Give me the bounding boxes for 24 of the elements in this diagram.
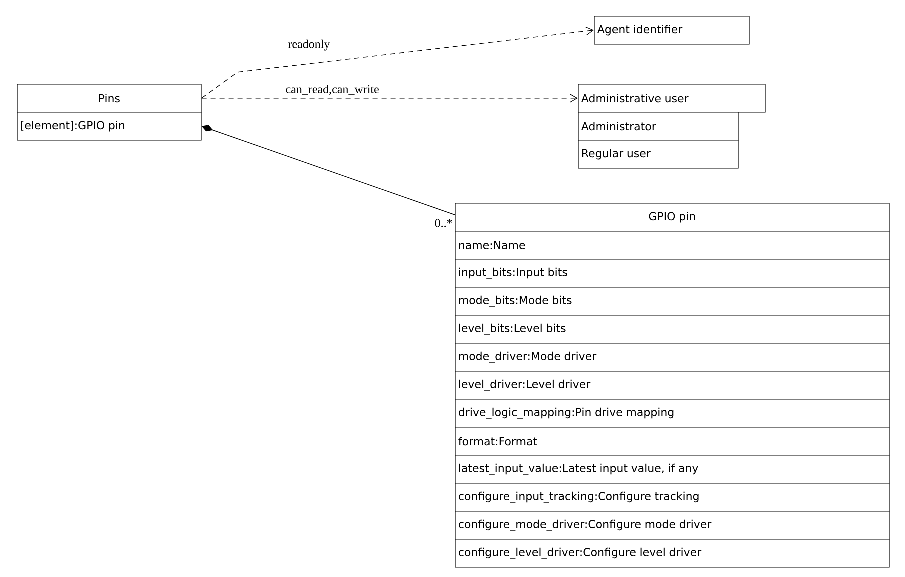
class-compartment: name:Name — [455, 231, 890, 260]
class-compartment: latest_input_value:Latest input value, if any — [455, 455, 890, 484]
class-compartment: configure_input_tracking:Configure tracking — [455, 483, 890, 512]
arrow — [201, 94, 578, 103]
class-compartment: input_bits:Input bits — [455, 259, 890, 288]
class-compartment: Regular user — [578, 140, 739, 169]
class-compartment: Administrative user — [578, 84, 766, 113]
class-compartment: mode_bits:Mode bits — [455, 287, 890, 316]
class-compartment: Pins — [17, 84, 202, 113]
class-compartment: level_bits:Level bits — [455, 315, 890, 344]
class-compartment: Administrator — [578, 112, 739, 141]
class-compartment: Agent identifier — [594, 16, 750, 45]
class-compartment: format:Format — [455, 427, 890, 456]
class-compartment: GPIO pin — [455, 203, 890, 232]
edge-label: readonly — [288, 40, 330, 51]
class-compartment: [element]:GPIO pin — [17, 112, 202, 141]
class-compartment: mode_driver:Mode driver — [455, 343, 890, 372]
class-compartment: configure_level_driver:Configure level driver — [455, 539, 890, 568]
edge-label: 0..* — [435, 219, 452, 228]
class-compartment: level_driver:Level driver — [455, 371, 890, 400]
arrow — [201, 26, 594, 99]
class-compartment: drive_logic_mapping:Pin drive mapping — [455, 399, 890, 428]
edge-label: can_read,can_write — [286, 85, 379, 96]
class-compartment: configure_mode_driver:Configure mode driver — [455, 511, 890, 540]
